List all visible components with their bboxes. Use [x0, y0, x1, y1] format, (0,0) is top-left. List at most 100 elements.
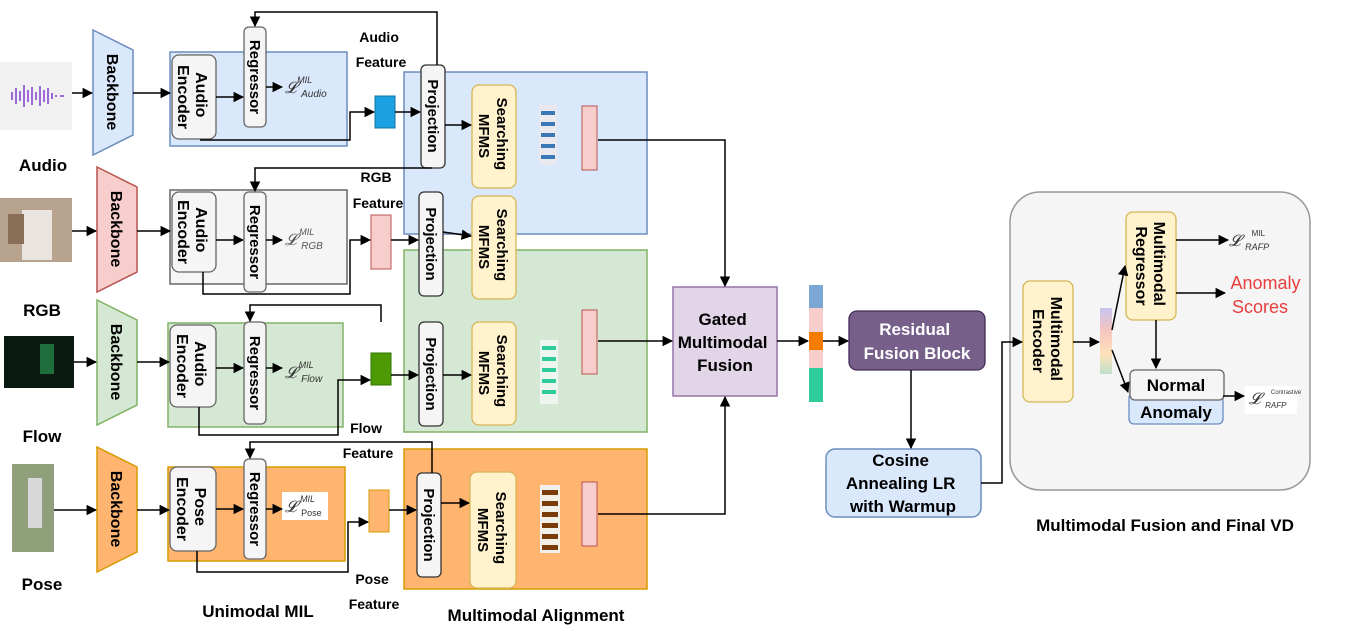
pose-loss-sub: Pose [301, 508, 322, 518]
fused-token-1 [809, 285, 823, 308]
pose-loss-symbol: 𝓛 [285, 499, 301, 516]
conn-rgb-proj-feedback [249, 167, 432, 193]
flow-loss-sup: MIL [299, 360, 314, 370]
rgb-backbone-label: Backbone [107, 191, 124, 268]
projection-blocks: Projection Projection Projection Project… [416, 64, 446, 578]
projection-flow-label: Projection [422, 337, 439, 410]
token-pose-3 [542, 512, 558, 517]
audio-backbone [92, 28, 134, 157]
rgb-label: RGB [23, 301, 61, 320]
projection-rgb-label: Projection [422, 207, 439, 280]
raf-loss-symbol: 𝓛 [1229, 233, 1245, 250]
rgb-feature-line2: Feature [353, 195, 404, 211]
svg-text:Cosine Annealing LR wi: Cosine Annealing LR with Warmup [846, 451, 960, 516]
fused-token-4 [809, 350, 823, 368]
svg-text:Residual Fusion Block: Residual Fusion Block [864, 320, 971, 363]
audio-encoder-line2: Encoder [174, 65, 191, 129]
flow-feature-line1: Flow [350, 420, 382, 436]
rgb-thumbnail-figure [22, 210, 52, 260]
searching-pose-line2: MFMS [474, 508, 491, 552]
audio-encoder-line1: Audio [192, 72, 209, 118]
svg-text:𝓛 RGB MIL: 𝓛 RGB MIL [285, 227, 327, 253]
fused-token-5 [809, 368, 823, 402]
section-multimodal-alignment: Multimodal Alignment [448, 606, 625, 625]
final-vd-panel [1009, 191, 1311, 491]
raf-loss-sub: RAFP [1245, 242, 1269, 252]
connectors [54, 11, 1246, 573]
token-flow-4 [542, 379, 556, 383]
svg-text:Flow Feature: Flow Feature [343, 420, 394, 461]
flow-backbone-label: Backbone [107, 324, 124, 401]
raf-loss-sup: MIL [1252, 229, 1266, 238]
alignment-panel-pose [403, 448, 648, 590]
svg-text:𝓛 Audio MIL: 𝓛 Audio MIL [285, 75, 331, 101]
mm-encoder-line2: Encoder [1029, 309, 1046, 373]
gated-line1: Gated [699, 310, 747, 329]
cosine-line1: Cosine [872, 451, 929, 470]
token-audio-4 [541, 144, 555, 148]
section-final-vd: Multimodal Fusion and Final VD [1036, 516, 1294, 535]
searching-pose [469, 471, 517, 589]
token-audio-5 [541, 155, 555, 159]
aligned-block-audio [581, 105, 598, 171]
token-pose-6 [542, 545, 558, 550]
audio-loss-sup: MIL [297, 75, 312, 85]
svg-text:Searching MFMS: Searching MFMS [474, 492, 509, 569]
searching-pose-line1: Searching [492, 492, 509, 565]
rgb-thumbnail-figure2 [8, 214, 24, 244]
projection-pose [416, 472, 442, 578]
pose-label: Pose [22, 575, 63, 594]
svg-text:Searching MFMS: Searching MFMS [475, 98, 510, 175]
audio-backbone-label: Backbone [103, 54, 120, 131]
flow-label: Flow [23, 427, 62, 446]
token-audio-2 [541, 122, 555, 126]
svg-text:Searching MFMS: Searching MFMS [475, 209, 510, 286]
pose-regressor-label: Regressor [246, 472, 263, 546]
pose-loss-bg [282, 492, 328, 520]
cosine-line3: with Warmup [849, 497, 956, 516]
audio-loss-sub: Audio [300, 89, 327, 100]
svg-text:𝓛 Pose MIL: 𝓛 Pose MIL [285, 494, 326, 520]
searching-audio-line2: MFMS [475, 114, 492, 158]
svg-text:Multimodal Encoder: Multimodal Encoder [1029, 297, 1064, 386]
conn-fused-regressor [1111, 264, 1129, 331]
aligned-block-pose [581, 481, 598, 547]
normal-label: Normal [1147, 376, 1206, 395]
searching-rgb-line1: Searching [493, 209, 510, 282]
flow-feature-line2: Feature [343, 445, 394, 461]
pose-encoder-line2: Encoder [173, 477, 190, 541]
conn-flow-encoder-feature [198, 374, 372, 436]
svg-text:Audio Encoder: Audio Encoder [174, 200, 209, 264]
audio-regressor-label: Regressor [246, 40, 263, 114]
token-pose-5 [542, 534, 558, 539]
flow-regressor-label: Regressor [246, 336, 263, 410]
pose-backbone-label: Backbone [107, 471, 124, 548]
pose-thumbnail-figure [28, 478, 42, 528]
rgb-row: RGB Backbone Audio Encoder Regressor 𝓛 R… [0, 165, 404, 320]
anomaly-label: Anomaly [1140, 403, 1212, 422]
pose-encoder-line1: Pose [191, 488, 208, 526]
svg-text:Gated Multimodal Fusio: Gated Multimodal Fusion [678, 310, 772, 375]
pose-feature-block [368, 489, 390, 533]
anomaly-scores-line2: Scores [1232, 297, 1288, 317]
audio-waveform-icon [11, 85, 64, 107]
residual-line1: Residual [879, 320, 950, 339]
audio-label: Audio [19, 156, 67, 175]
gated-line2: Multimodal [678, 333, 768, 352]
svg-text:Anomaly Scores: Anomaly Scores [1230, 273, 1305, 317]
svg-text:Audio Feature: Audio Feature [356, 29, 407, 70]
token-pose-1 [542, 490, 558, 495]
token-flow-1 [542, 346, 556, 350]
token-flow-5 [542, 390, 556, 394]
audio-row: Audio Backbone Audio Encoder Regressor 𝓛… [0, 26, 407, 175]
searching-audio [471, 84, 517, 189]
fused-feature-bar [1100, 308, 1112, 374]
svg-text:Audio Encoder: Audio Encoder [173, 334, 208, 398]
pose-loss-sup: MIL [300, 494, 315, 504]
projection-audio-label: Projection [424, 79, 441, 152]
section-unimodal-mil: Unimodal MIL [202, 602, 313, 621]
flow-thumbnail [4, 336, 74, 388]
conn-audio-proj-feedback [249, 11, 438, 65]
gated-line3: Fusion [697, 356, 753, 375]
